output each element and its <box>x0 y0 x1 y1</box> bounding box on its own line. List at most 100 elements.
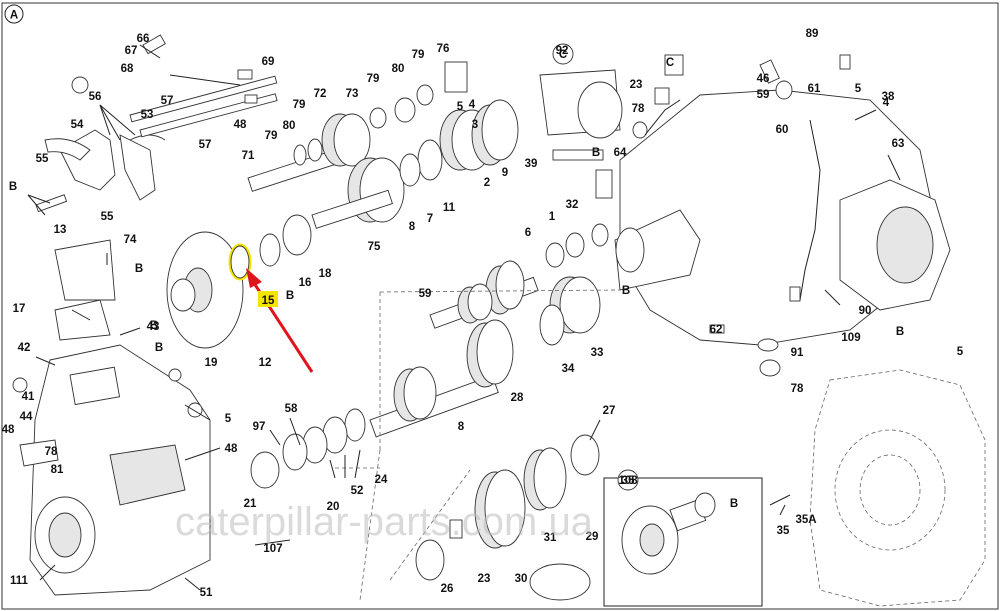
callout-29: 29 <box>586 531 599 543</box>
callout-39: 39 <box>525 158 538 170</box>
callout-B: B <box>286 290 294 302</box>
group-c-label: C <box>559 49 567 61</box>
callout-90: 90 <box>859 305 872 317</box>
callout-5: 5 <box>225 413 232 425</box>
leader-lines <box>35 109 901 591</box>
callout-9: 9 <box>502 167 508 179</box>
callout-80: 80 <box>392 63 405 75</box>
callout-56: 56 <box>89 91 102 103</box>
section-label: A <box>10 10 18 22</box>
callout-2: 2 <box>484 177 490 189</box>
callout-44: 44 <box>20 411 33 423</box>
callout-B: B <box>622 285 630 297</box>
callout-79: 79 <box>367 73 380 85</box>
callout-81: 81 <box>51 464 64 476</box>
callout-42: 42 <box>18 342 31 354</box>
callout-5: 5 <box>457 101 464 113</box>
callout-37: 37 <box>0 0 6 3</box>
callout-15: 15 <box>0 0 7 3</box>
callout-35A: 35A <box>795 514 816 526</box>
callout-79: 79 <box>412 49 425 61</box>
brake-disc-assembly <box>166 214 312 349</box>
callout-73: 73 <box>346 88 359 100</box>
callout-79: 79 <box>265 130 278 142</box>
callout-23: 23 <box>630 79 643 91</box>
callout-3: 3 <box>472 119 478 131</box>
callout-53: 53 <box>141 109 154 121</box>
callout-16: 16 <box>299 277 312 289</box>
callout-57: 57 <box>199 139 212 151</box>
callout-60: 60 <box>776 124 789 136</box>
group-35-box <box>603 477 763 607</box>
callout-48: 48 <box>225 443 238 455</box>
callout-51: 51 <box>200 587 213 599</box>
callout-68: 68 <box>121 63 134 75</box>
callout-B: B <box>135 263 143 275</box>
lower-gears <box>415 447 591 601</box>
callout-69: 69 <box>262 56 275 68</box>
callout-78: 78 <box>791 383 804 395</box>
callout-72: 72 <box>314 88 327 100</box>
callout-12: 12 <box>259 357 272 369</box>
callout-4: 4 <box>883 97 890 109</box>
callout-41: 41 <box>22 391 35 403</box>
callout-48: 48 <box>2 424 15 436</box>
callout-30: 30 <box>515 573 528 585</box>
callout-19: 19 <box>205 357 218 369</box>
callout-55: 55 <box>36 153 49 165</box>
callout-15-highlight <box>258 291 278 307</box>
callout-26: 26 <box>441 583 454 595</box>
callout-27: 27 <box>603 405 616 417</box>
callout-6: 6 <box>525 227 531 239</box>
group-35-label: 35 <box>622 475 635 487</box>
lower-gear-shafts <box>250 223 609 489</box>
callout-109: 109 <box>841 332 860 344</box>
callout-5: 5 <box>855 83 862 95</box>
highlight-arrow-head <box>246 268 262 288</box>
callout-23: 23 <box>478 573 491 585</box>
callout-4: 4 <box>469 99 476 111</box>
callout-97: 97 <box>253 421 266 433</box>
callout-79: 79 <box>293 99 306 111</box>
callout-71: 71 <box>242 150 255 162</box>
right-housing <box>539 54 951 346</box>
shift-fork-group <box>35 34 278 213</box>
callout-B: B <box>730 498 738 510</box>
callout-17: 17 <box>13 303 26 315</box>
lower-right-housing-outline <box>809 369 986 607</box>
callout-108: 108 <box>618 475 638 487</box>
callout-46: 46 <box>757 73 770 85</box>
callout-18: 18 <box>319 268 332 280</box>
callout-66: 66 <box>137 33 150 45</box>
callout-B: B <box>896 326 904 338</box>
callout-78: 78 <box>45 446 58 458</box>
callout-28: 28 <box>511 392 524 404</box>
callout-67: 67 <box>125 45 138 57</box>
upper-gear-shaft <box>247 61 519 229</box>
callout-34: 34 <box>562 363 575 375</box>
callout-78: 78 <box>632 103 645 115</box>
watermark: caterpillar-parts.com.ua <box>175 500 594 544</box>
callout-57: 57 <box>161 95 174 107</box>
callout-B: B <box>155 342 163 354</box>
section-marker <box>4 4 24 24</box>
callout-21: 21 <box>244 498 257 510</box>
callout-8: 8 <box>409 221 416 233</box>
callout-62: 62 <box>710 324 723 336</box>
callout-64: 64 <box>614 147 627 159</box>
callout-80: 80 <box>283 120 296 132</box>
callout-36: 36 <box>0 0 6 3</box>
callout-111: 111 <box>10 575 29 587</box>
callout-24: 24 <box>375 474 388 486</box>
callout-61: 61 <box>808 83 821 95</box>
callout-52: 52 <box>351 485 364 497</box>
callout-54: 54 <box>71 119 84 131</box>
callout-38: 38 <box>882 91 895 103</box>
callout-48: 48 <box>234 119 247 131</box>
callout-13: 13 <box>54 224 67 236</box>
callout-107: 107 <box>263 543 282 555</box>
callout-76: 76 <box>437 43 450 55</box>
